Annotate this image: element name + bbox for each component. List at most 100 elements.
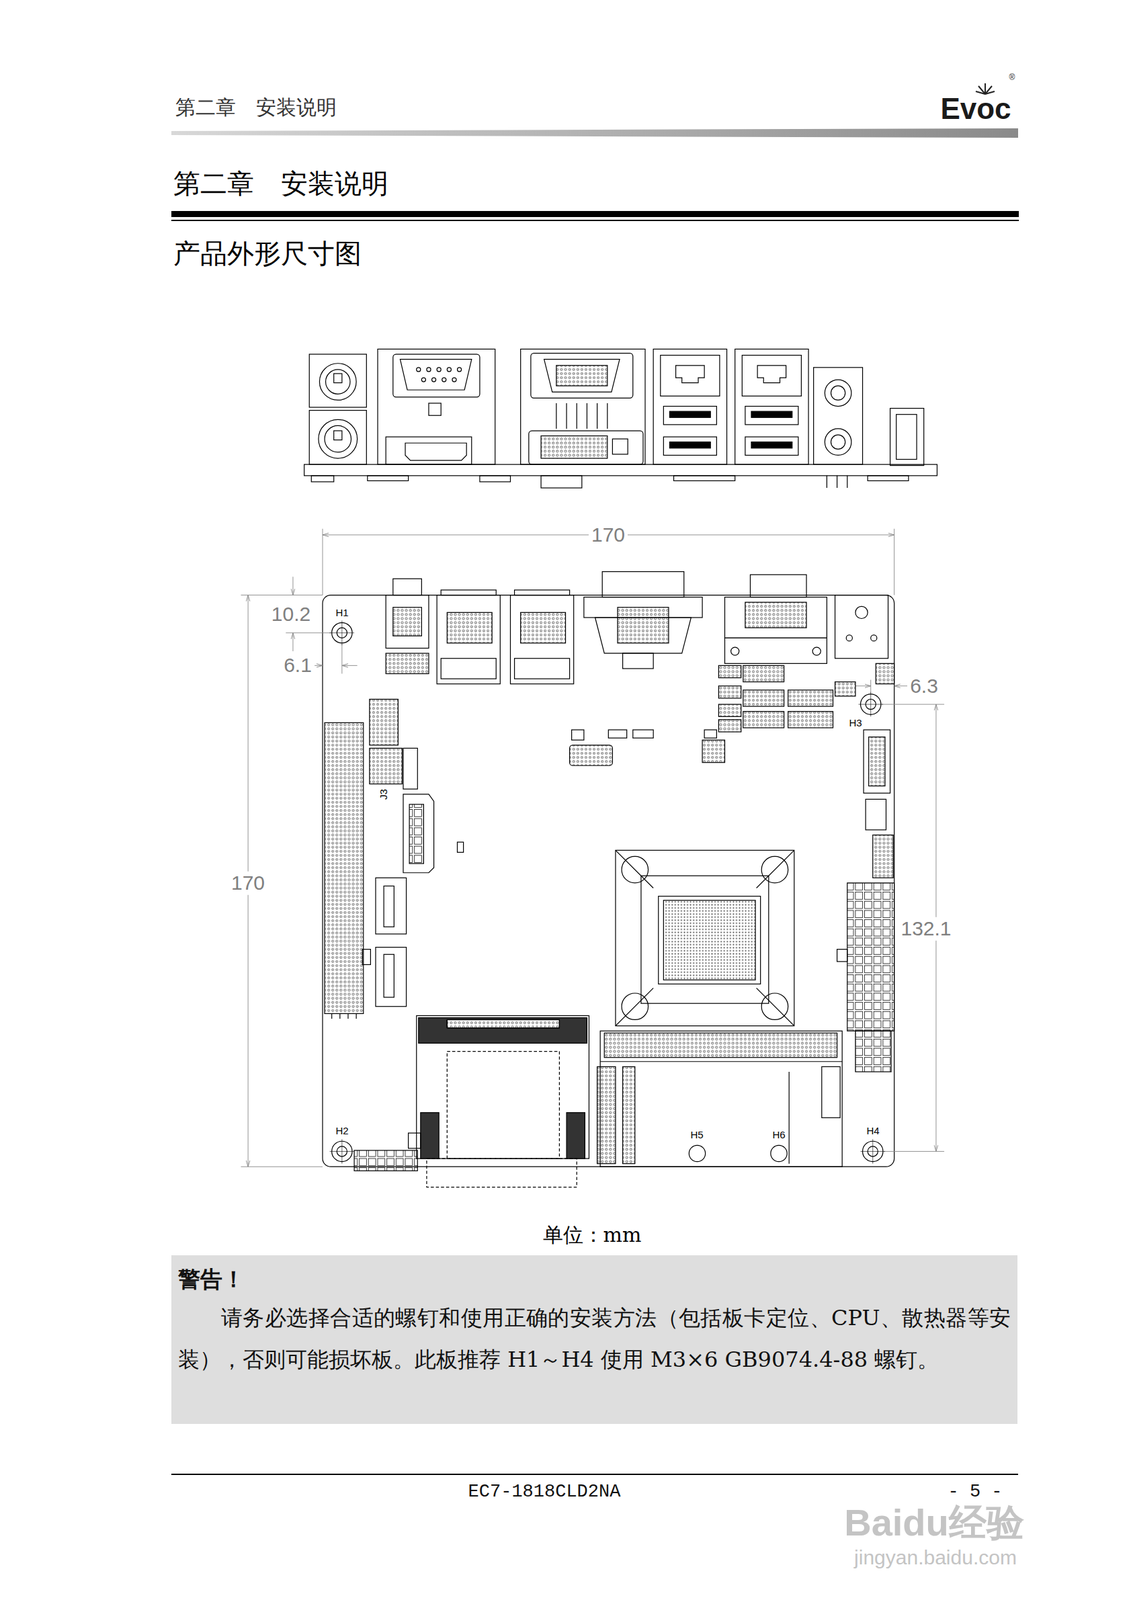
hole-label: H5 [690,1129,703,1141]
io-panel-view [333,430,343,441]
board-component [510,595,574,685]
io-panel-view [432,377,437,382]
running-header: 第二章 安装说明 [175,96,337,120]
board-component [457,842,464,853]
io-panel-view [452,377,457,382]
mounting-hole [329,620,886,1164]
minipcie-slot [566,1112,585,1159]
board-component [354,1133,421,1171]
io-panel-view [824,379,851,406]
board-component [385,595,429,649]
dimension-value: 6.1 [280,653,315,678]
board-component [835,595,889,659]
io-panel-view [867,475,909,482]
board-component [602,571,685,598]
board-component [569,745,613,766]
io-panel-view [393,354,480,398]
dimension-line [292,576,294,595]
board-component [571,729,584,740]
mounting-hole [858,692,883,717]
board-component [633,729,654,738]
io-panel-view [377,348,496,465]
board-component [369,699,399,746]
board-component [743,711,785,728]
cpu-heatsink [663,900,756,980]
sodimm-slot [597,1030,843,1167]
minipcie-slot [446,1051,560,1159]
footer-rule [171,1473,1019,1476]
header-rule [171,128,1019,138]
mounting-hole [770,1145,787,1162]
mounting-hole [329,620,355,646]
board-component [362,949,371,966]
board-component [403,747,418,789]
board-component [393,578,423,595]
board-component [749,574,807,597]
board-component [743,690,785,707]
board-component [718,704,741,717]
board-component [408,1133,421,1149]
io-panel-view [556,365,608,386]
io-panel-view [309,410,367,466]
cpu-heatsink [658,896,761,985]
io-panel-view [556,403,608,429]
brand-logo: Evoc [940,92,1011,127]
minipcie-slot [416,1015,590,1159]
minipcie-slot [418,1017,588,1043]
board-component [855,1030,892,1072]
mounting-hole [860,1139,886,1164]
dimension-line [240,594,323,596]
board-component [608,729,627,738]
minipcie-slot [446,1019,560,1028]
board-component [718,719,741,732]
board-component [702,739,725,763]
hole-label: H4 [866,1124,880,1137]
title-rule [171,211,1019,218]
sodimm-slot [604,1032,837,1058]
sodimm-slot [600,1061,843,1062]
dimension-line [341,643,343,674]
io-panel-view [304,348,938,488]
board-component [870,635,877,642]
warning-box: 警告！请务必选择合适的螺钉和使用正确的安装方法（包括板卡定位、CPU、散热器等安… [171,1255,1018,1425]
io-panel-view [674,475,736,482]
board-component [446,612,492,644]
hole-label: H2 [335,1124,349,1137]
board-component [865,799,886,830]
board-outline [322,595,895,1168]
board-component [393,607,423,637]
sodimm-slot [622,1066,636,1164]
minipcie-slot [446,1019,560,1028]
board-component [409,804,424,864]
dimension-line [894,685,908,687]
cpu-heatsink [615,850,795,1026]
io-panel-view [896,414,917,460]
io-panel-view [325,369,351,394]
board-component [403,794,435,873]
mounting-hole [329,1139,355,1164]
cpu-heatsink [761,856,788,883]
dimension-line [855,685,871,687]
io-panel-view [826,475,847,488]
board-component [704,729,717,738]
board-component [718,686,741,699]
board-component [846,635,853,642]
io-panel-view [830,385,845,400]
board-component [440,590,496,596]
board-drawing [240,348,945,1187]
board-component [331,1013,357,1019]
dimension-line [240,528,945,1167]
cpu-heatsink [621,856,648,883]
warning-heading: 警告！ [178,1262,1011,1298]
dimension-value: 6.3 [907,674,941,699]
io-panel-view [385,436,472,465]
dimension-line [883,1151,945,1152]
dimension-line [881,704,945,705]
board-component [514,590,570,596]
dimension-value: 170 [588,523,628,548]
board-component [855,606,868,619]
board-component [520,612,566,644]
model-number: EC7-1818CLD2NA [468,1481,621,1503]
warning-text: 请务必选择合适的螺钉和使用正确的安装方法（包括板卡定位、CPU、散热器等安装），… [178,1297,1011,1381]
board-component [514,658,570,679]
